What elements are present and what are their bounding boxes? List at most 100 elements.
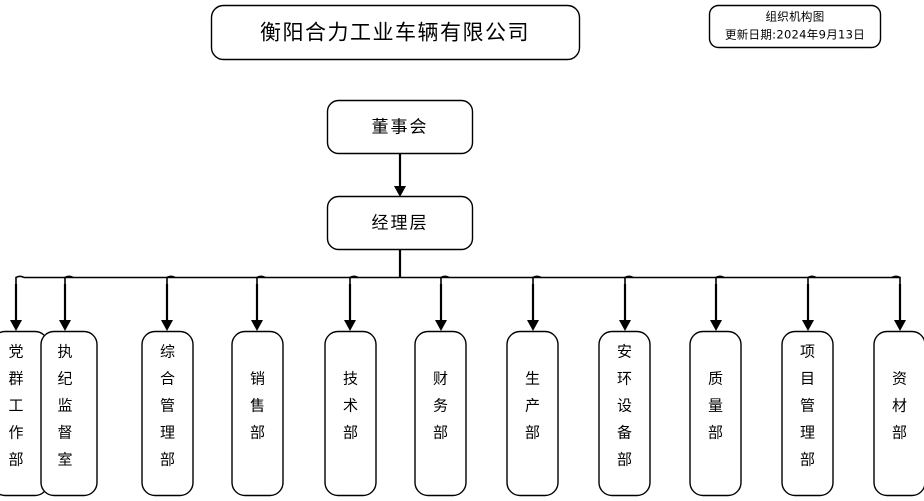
bus-elbow-2	[64, 275, 74, 286]
department-label-10-char-3: 理	[800, 424, 815, 442]
node-department-4[interactable]: 销 售 部	[231, 330, 284, 497]
department-label-3-char-0: 综	[160, 343, 175, 361]
chart-meta-title: 组织机构图	[766, 10, 825, 24]
department-box-8[interactable]	[598, 330, 651, 497]
department-label-10-char-1: 目	[800, 370, 815, 388]
department-label-8-char-4: 部	[617, 451, 632, 469]
department-label-6-char-2: 部	[433, 424, 448, 442]
department-box-4[interactable]	[231, 330, 284, 497]
department-label-6-char-1: 务	[433, 397, 448, 415]
node-department-10[interactable]: 项 目 管 理 部	[781, 330, 834, 497]
department-box-5[interactable]	[324, 330, 377, 497]
department-label-3-char-3: 理	[160, 424, 175, 442]
bus-elbow-8	[624, 275, 634, 286]
drop-arrow-icon-10	[802, 320, 814, 331]
node-management-layer[interactable]: 经理层	[326, 195, 474, 251]
department-box-9[interactable]	[689, 330, 742, 497]
department-label-6-char-0: 财	[433, 370, 448, 388]
department-label-10-char-2: 管	[800, 397, 815, 415]
department-box-11[interactable]	[873, 330, 924, 497]
node-department-6[interactable]: 财 务 部	[414, 330, 467, 497]
department-box-7[interactable]	[506, 330, 559, 497]
bus-elbow-5	[349, 275, 359, 286]
department-label-7-char-1: 产	[525, 397, 540, 415]
company-title-label: 衡阳合力工业车辆有限公司	[260, 21, 530, 45]
drop-arrow-icon-9	[710, 320, 722, 331]
drop-arrow-icon-2	[59, 320, 71, 331]
department-box-3[interactable]	[141, 330, 194, 497]
department-label-10-char-4: 部	[800, 451, 815, 469]
chart-meta-node[interactable]: 组织机构图 更新日期:2024年9月13日	[708, 4, 882, 49]
bus-elbow-4	[256, 275, 266, 286]
bus-elbow-9	[715, 275, 725, 286]
department-label-1-char-3: 作	[8, 424, 23, 442]
department-label-8-char-3: 备	[617, 424, 632, 442]
department-label-9-char-0: 质	[708, 370, 723, 388]
department-label-1-char-1: 群	[8, 370, 23, 388]
department-label-2-char-1: 纪	[57, 370, 72, 388]
department-box-6[interactable]	[414, 330, 467, 497]
department-label-8-char-2: 设	[617, 397, 632, 415]
department-label-4-char-0: 销	[250, 370, 265, 388]
bus-elbow-10	[807, 275, 817, 286]
node-department-8[interactable]: 安 环 设 备 部	[598, 330, 651, 497]
department-box-2[interactable]	[40, 330, 98, 497]
department-label-4-char-1: 售	[250, 397, 265, 415]
node-department-3[interactable]: 综 合 管 理 部	[141, 330, 194, 497]
department-label-11-char-2: 部	[892, 424, 907, 442]
department-label-3-char-1: 合	[160, 370, 175, 388]
department-label-2-char-0: 执	[57, 343, 72, 361]
bus-elbow-1	[15, 275, 25, 286]
department-box-10[interactable]	[781, 330, 834, 497]
company-title-box[interactable]	[210, 4, 581, 61]
drop-arrow-icon-3	[161, 320, 173, 331]
department-label-1-char-4: 部	[8, 451, 23, 469]
department-label-2-char-4: 室	[57, 451, 72, 469]
node-department-5[interactable]: 技 术 部	[324, 330, 377, 497]
node-department-9[interactable]: 质 量 部	[689, 330, 742, 497]
drop-arrow-icon-6	[435, 320, 447, 331]
department-label-11-char-0: 资	[892, 370, 907, 388]
edge-board-to-management-arrow-icon	[394, 186, 406, 197]
chart-meta-box[interactable]	[708, 4, 882, 49]
department-label-5-char-2: 部	[343, 424, 358, 442]
department-label-5-char-1: 术	[343, 397, 358, 415]
node-department-11[interactable]: 资 材 部	[873, 330, 924, 497]
management-layer-label: 经理层	[372, 214, 429, 234]
department-label-3-char-4: 部	[160, 451, 175, 469]
department-label-4-char-2: 部	[250, 424, 265, 442]
drop-arrow-icon-5	[344, 320, 356, 331]
drop-arrow-icon-8	[619, 320, 631, 331]
drop-arrow-icon-7	[527, 320, 539, 331]
department-label-9-char-2: 部	[708, 424, 723, 442]
bus-elbow-11	[891, 275, 901, 286]
bus-elbow-7	[532, 275, 542, 286]
bus-elbow-3	[166, 275, 176, 286]
drop-arrow-icon-11	[894, 320, 906, 331]
company-title-node[interactable]: 衡阳合力工业车辆有限公司	[210, 4, 581, 61]
department-label-2-char-3: 督	[57, 424, 72, 442]
department-label-9-char-1: 量	[708, 397, 723, 415]
department-label-7-char-2: 部	[525, 424, 540, 442]
board-of-directors-label: 董事会	[372, 118, 429, 138]
bus-elbow-6	[440, 275, 450, 286]
department-label-1-char-2: 工	[8, 397, 23, 415]
department-label-7-char-0: 生	[525, 370, 540, 388]
department-connector-bus	[10, 275, 906, 331]
department-label-8-char-0: 安	[617, 343, 632, 361]
department-label-10-char-0: 项	[800, 343, 815, 361]
department-label-2-char-2: 监	[57, 397, 72, 415]
chart-meta-update-date: 更新日期:2024年9月13日	[725, 28, 865, 42]
department-label-11-char-1: 材	[892, 397, 907, 415]
department-label-5-char-0: 技	[343, 370, 358, 388]
node-department-2[interactable]: 执 纪 监 督 室	[40, 330, 98, 497]
drop-arrow-icon-1	[10, 320, 22, 331]
edge-board-to-management	[394, 153, 406, 197]
node-department-7[interactable]: 生 产 部	[506, 330, 559, 497]
department-label-1-char-0: 党	[8, 343, 23, 361]
drop-arrow-icon-4	[251, 320, 263, 331]
node-board-of-directors[interactable]: 董事会	[326, 99, 474, 155]
department-label-8-char-1: 环	[617, 370, 632, 388]
